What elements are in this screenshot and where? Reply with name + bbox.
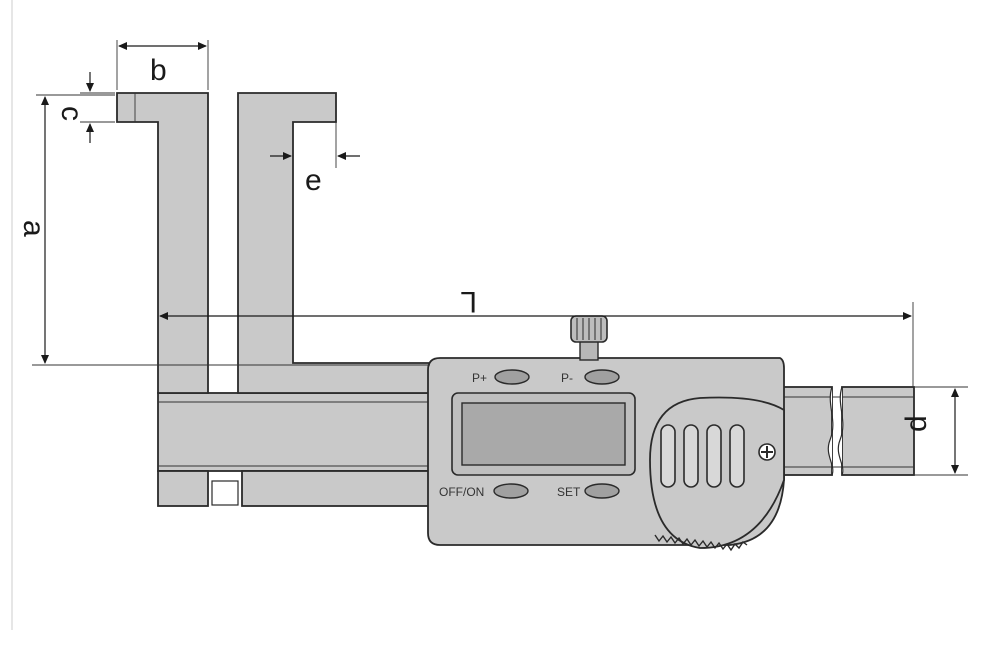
main-beam	[157, 392, 434, 472]
dimension-c: c	[55, 72, 115, 143]
dimension-c-label: c	[55, 106, 88, 121]
lower-lug-left	[157, 470, 209, 507]
grip-slot	[729, 424, 745, 488]
dimension-d-label: d	[900, 415, 933, 432]
break-mark-left	[827, 386, 834, 476]
knob-stem	[579, 339, 599, 361]
dimension-b: b	[116, 40, 209, 90]
grip-slot	[660, 424, 676, 488]
dimension-a: a	[17, 94, 430, 366]
dimension-L: L	[159, 285, 914, 387]
set-button[interactable]	[584, 483, 620, 499]
p-plus-button[interactable]	[494, 369, 530, 385]
p-plus-label: P+	[472, 371, 487, 385]
dimension-e-label: e	[305, 164, 322, 197]
lower-lug-right	[241, 470, 433, 507]
dimension-e: e	[270, 122, 360, 197]
dimension-b-label: b	[150, 54, 167, 87]
break-mark-right	[837, 386, 844, 476]
dimension-d: d	[900, 386, 968, 476]
fixed-jaw	[116, 92, 209, 394]
off-on-button[interactable]	[493, 483, 529, 499]
beam-end-segment	[841, 386, 915, 476]
lcd-display	[461, 402, 626, 466]
p-minus-button[interactable]	[584, 369, 620, 385]
knob-knurling	[576, 318, 602, 340]
grip-slot	[683, 424, 699, 488]
dimension-L-label: L	[460, 285, 477, 318]
grip-slot	[706, 424, 722, 488]
knurl-teeth	[654, 534, 748, 552]
sliding-jaw	[237, 92, 441, 394]
set-label: SET	[557, 485, 581, 499]
lock-screw-icon	[758, 443, 776, 461]
dimension-a-label: a	[17, 220, 50, 237]
lug-gap	[211, 480, 239, 506]
off-on-label: OFF/ON	[439, 485, 484, 499]
p-minus-label: P-	[561, 371, 573, 385]
